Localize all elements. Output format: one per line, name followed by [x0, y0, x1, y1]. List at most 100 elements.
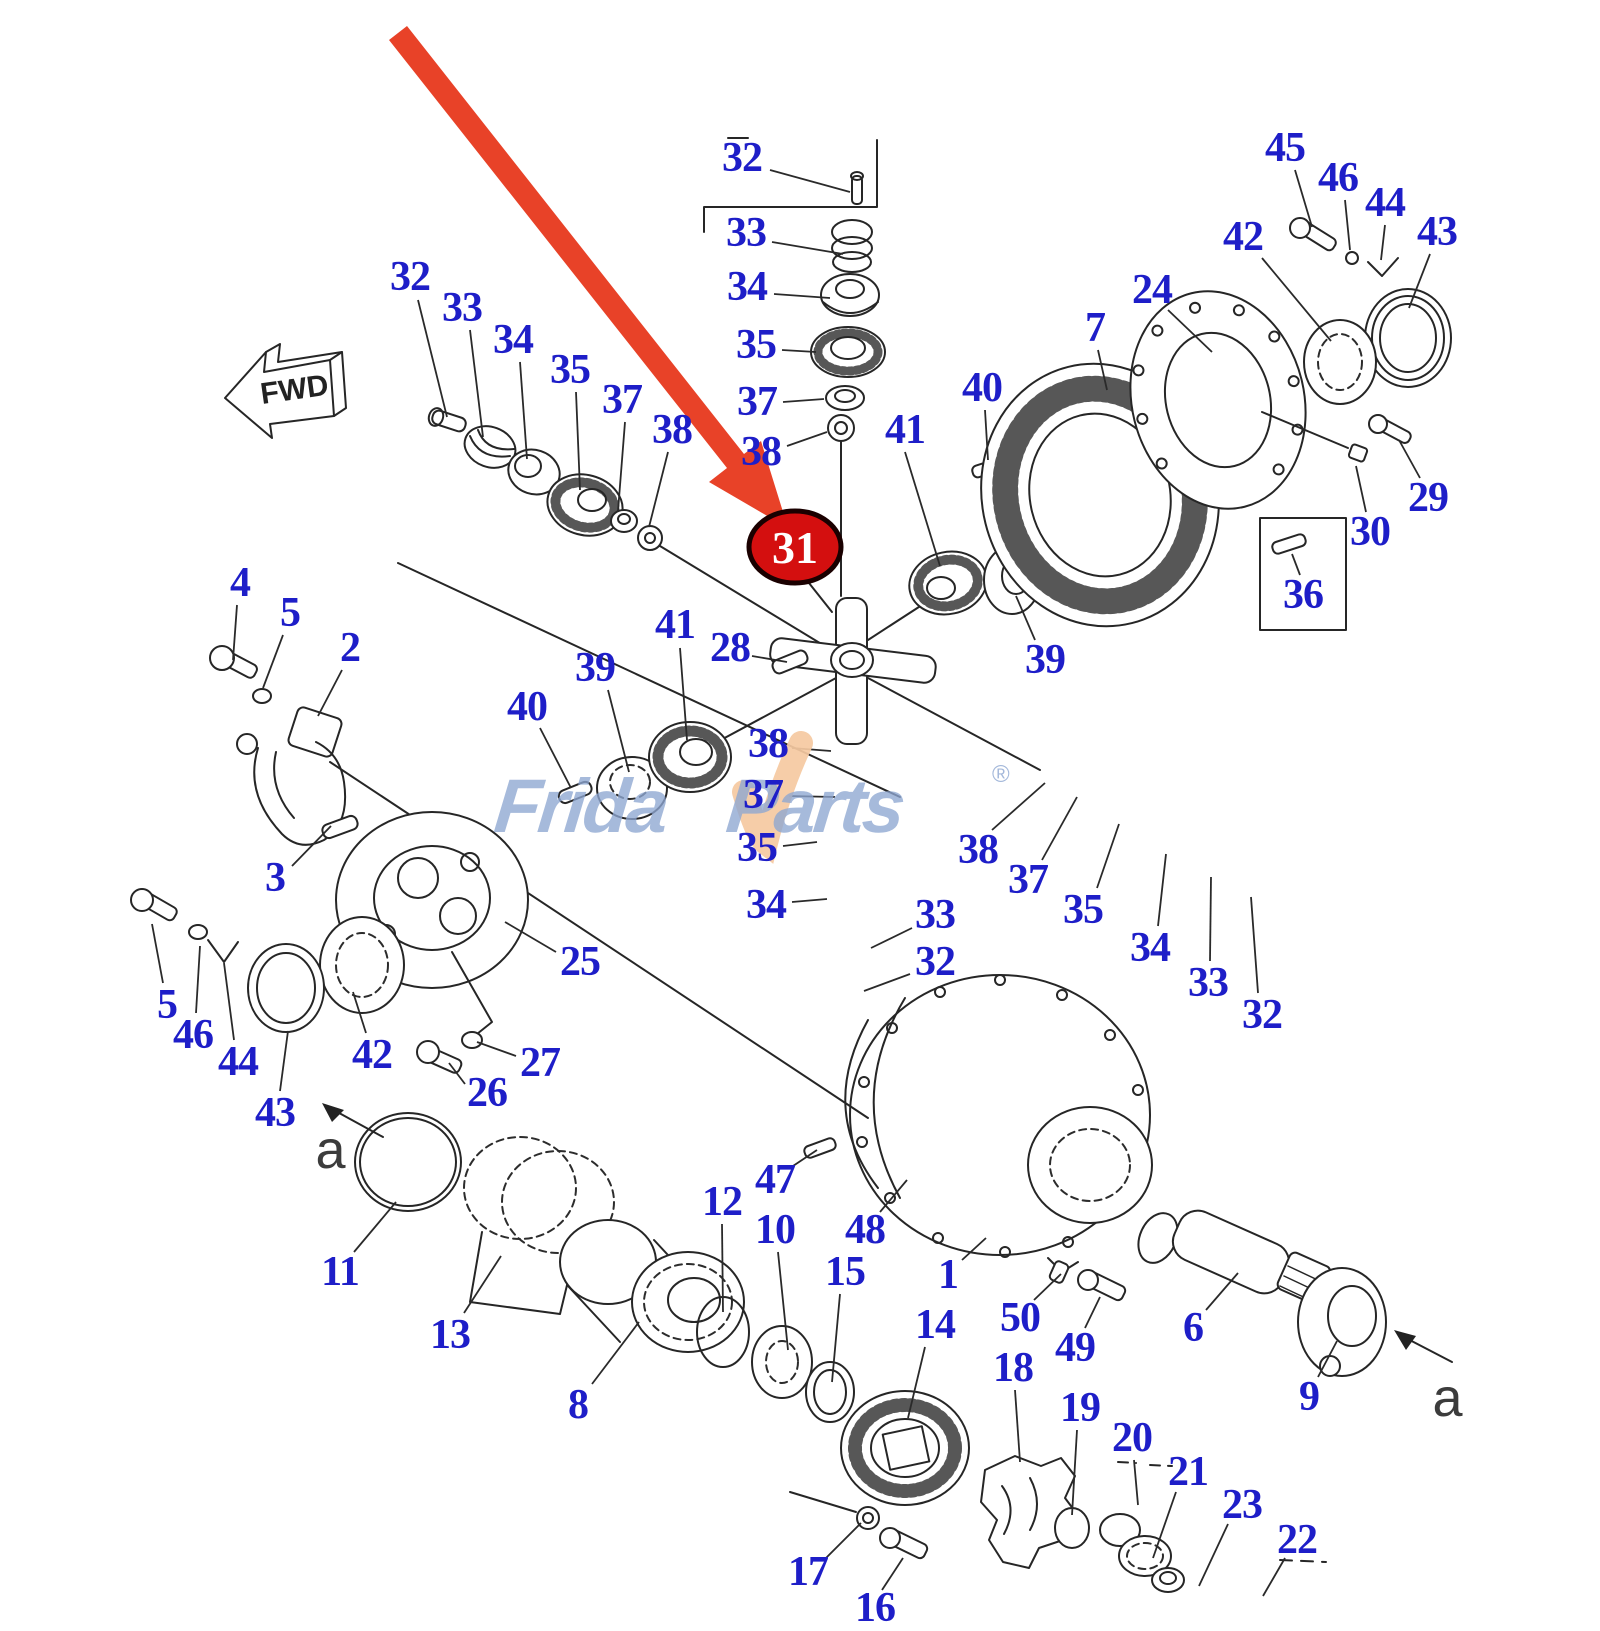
leader-line-29 [1398, 439, 1421, 479]
part-label-13: 13 [430, 1312, 471, 1358]
part-label-32: 32 [915, 939, 956, 985]
part-label-38: 38 [741, 429, 782, 475]
leader-line-42 [1261, 257, 1332, 342]
part-label-18: 18 [993, 1345, 1034, 1391]
leader-line-24 [1167, 309, 1213, 353]
highlighted-part-badge: 31 [746, 508, 844, 586]
leader-line-50 [1033, 1273, 1062, 1301]
leader-line-33 [870, 927, 913, 949]
highlighted-part-number: 31 [772, 522, 818, 573]
leader-line-33 [1209, 876, 1212, 962]
part-drawing-bottom-small-parts [789, 1455, 1327, 1593]
part-label-37: 37 [1008, 857, 1049, 903]
leader-line-27 [476, 1041, 517, 1057]
leader-line-48 [879, 1179, 908, 1213]
part-label-47: 47 [755, 1157, 796, 1203]
leader-line-34 [791, 898, 828, 903]
part-label-21: 21 [1168, 1449, 1209, 1495]
part-label-46: 46 [1318, 155, 1359, 201]
part-label-7: 7 [1085, 305, 1106, 351]
leader-line-40 [984, 409, 989, 461]
part-drawing-topright-fasteners [1289, 217, 1452, 405]
leader-line-3 [291, 825, 332, 867]
part-label-14: 14 [915, 1302, 956, 1348]
leader-line-25 [504, 921, 557, 953]
leader-line-9 [1317, 1340, 1338, 1378]
part-label-5: 5 [157, 982, 178, 1028]
leader-line-38 [991, 782, 1046, 831]
part-label-42: 42 [352, 1032, 393, 1078]
leader-line-39 [607, 689, 630, 773]
part-label-33: 33 [726, 210, 767, 256]
leader-line-15 [831, 1293, 841, 1383]
part-label-34: 34 [746, 882, 787, 928]
part-label-4: 4 [230, 560, 251, 606]
part-label-46: 46 [173, 1012, 214, 1058]
watermark-text-left: Frida [491, 764, 672, 849]
part-label-25: 25 [560, 939, 601, 985]
leader-line-6 [1205, 1272, 1239, 1311]
part-label-38: 38 [958, 827, 999, 873]
leader-line-41 [679, 647, 688, 741]
part-label-29: 29 [1408, 475, 1449, 521]
watermark: Frida Parts ® [491, 731, 1010, 864]
part-label-11: 11 [321, 1249, 360, 1295]
part-label-35: 35 [550, 347, 591, 393]
watermark-check-icon [732, 731, 813, 864]
leader-line-10 [777, 1251, 789, 1351]
part-label-45: 45 [1265, 125, 1306, 171]
leader-line-1 [961, 1237, 987, 1261]
part-label-41: 41 [885, 407, 926, 453]
part-label-34: 34 [493, 317, 534, 363]
part-label-15: 15 [825, 1249, 866, 1295]
part-drawing-hub-8 [354, 1112, 745, 1353]
leader-line-44 [1380, 224, 1386, 261]
part-label-39: 39 [1025, 637, 1066, 683]
leader-line-21 [1152, 1491, 1177, 1559]
part-label-17: 17 [788, 1549, 829, 1595]
part-label-35: 35 [736, 322, 777, 368]
part-drawing-bearing-cap-2 [209, 645, 359, 846]
leader-line-39 [1015, 595, 1036, 641]
part-label-1: 1 [938, 1252, 959, 1298]
leader-line-26 [448, 1062, 466, 1085]
diagram-parts-art [130, 137, 1453, 1593]
part-label-10: 10 [755, 1207, 796, 1253]
leader-line-32 [1250, 896, 1259, 994]
leader-line-17 [825, 1522, 862, 1559]
part-label-32: 32 [390, 254, 431, 300]
leader-line-35 [575, 391, 581, 491]
part-label-43: 43 [1417, 209, 1458, 255]
part-label-42: 42 [1223, 214, 1264, 260]
fwd-arrow [224, 343, 347, 439]
part-label-30: 30 [1350, 509, 1391, 555]
leader-line-40 [539, 727, 572, 789]
part-label-9: 9 [1299, 1374, 1320, 1420]
leader-line-30 [1355, 465, 1367, 513]
part-label-37: 37 [737, 379, 778, 425]
leader-line-49 [1084, 1296, 1101, 1329]
leader-line-36 [1291, 553, 1301, 576]
part-label-39: 39 [575, 645, 616, 691]
part-drawing-top-column [810, 171, 886, 597]
leader-line-35 [781, 349, 817, 353]
leader-line-33 [771, 241, 844, 255]
leader-line-43 [1408, 253, 1431, 309]
part-label-49: 49 [1055, 1325, 1096, 1371]
leader-line-47 [789, 1149, 818, 1169]
part-label-28: 28 [710, 625, 751, 671]
leader-line-41 [904, 451, 941, 567]
part-label-26: 26 [467, 1070, 508, 1116]
part-label-40: 40 [507, 684, 548, 730]
part-label-32: 32 [1242, 992, 1283, 1038]
part-label-36: 36 [1283, 572, 1324, 618]
part-label-35: 35 [737, 825, 778, 871]
leader-line-37 [1041, 796, 1078, 861]
leader-line-28 [751, 655, 788, 663]
leader-line-32 [769, 169, 851, 193]
part-label-50: 50 [1000, 1295, 1041, 1341]
leader-line-45 [1294, 169, 1313, 228]
red-callout-arrow [389, 26, 788, 528]
leader-line-7 [1097, 349, 1108, 391]
